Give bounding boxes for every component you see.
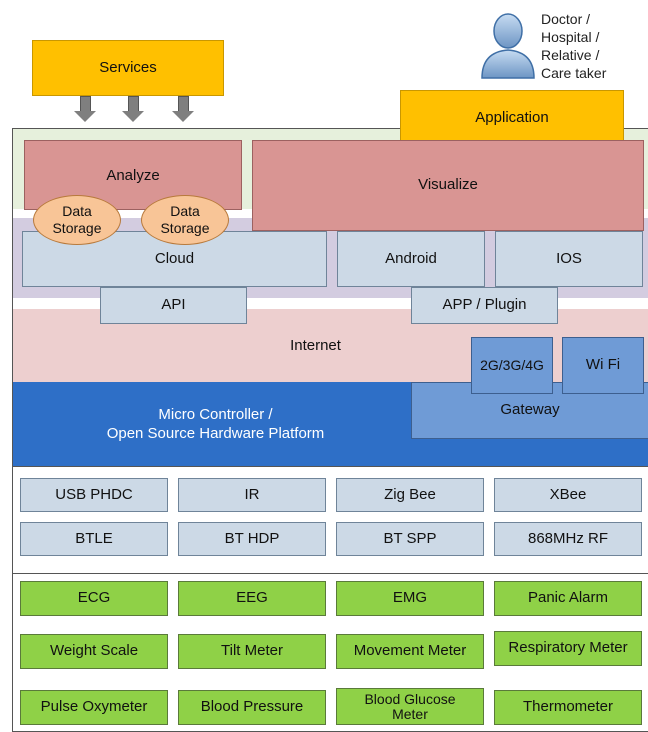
sensor-box: Tilt Meter	[178, 634, 326, 669]
services-box: Services	[32, 40, 224, 96]
android-label: Android	[385, 249, 437, 267]
app-plugin-label: APP / Plugin	[442, 296, 527, 314]
person-icon	[481, 13, 535, 79]
sensor-box: Panic Alarm	[494, 581, 642, 616]
api-label: API	[161, 296, 186, 314]
data-storage-label: Data Storage	[160, 203, 210, 236]
gateway-label: Gateway	[500, 401, 560, 418]
user-label-line: Relative /	[541, 47, 600, 63]
divider	[13, 573, 648, 574]
network-2g-label: 2G/3G/4G	[480, 356, 544, 373]
sensor-box: Blood Pressure	[178, 690, 326, 725]
protocol-box: BT HDP	[178, 522, 326, 556]
application-box: Application	[400, 90, 624, 146]
sensor-label: Panic Alarm	[527, 589, 609, 607]
sensor-label: EMG	[392, 589, 428, 607]
sensor-label: Blood Pressure	[200, 698, 304, 716]
protocol-label: BTLE	[75, 529, 113, 547]
wifi-box: Wi Fi	[562, 337, 644, 394]
micro-controller-label: Micro Controller / Open Source Hardware …	[106, 406, 325, 442]
protocol-box: BT SPP	[336, 522, 484, 556]
cloud-label: Cloud	[154, 249, 195, 267]
sensor-label: Pulse Oxymeter	[40, 698, 148, 716]
sensor-label: Thermometer	[522, 698, 614, 716]
services-label: Services	[99, 58, 157, 76]
data-storage-ellipse: Data Storage	[33, 195, 121, 245]
wifi-label: Wi Fi	[585, 356, 621, 374]
app-plugin-box: APP / Plugin	[411, 287, 558, 324]
sensor-label: Respiratory Meter	[508, 639, 628, 657]
protocol-box: 868MHz RF	[494, 522, 642, 556]
sensor-label: ECG	[77, 589, 111, 607]
sensor-box: Respiratory Meter	[494, 631, 642, 666]
visualize-label: Visualize	[418, 176, 478, 194]
sensor-label: Movement Meter	[353, 642, 467, 660]
sensor-box: EMG	[336, 581, 484, 616]
sensor-label: Blood Glucose Meter	[364, 690, 456, 722]
protocol-label: Zig Bee	[384, 485, 436, 503]
sensor-box: Blood Glucose Meter	[336, 688, 484, 725]
protocol-box: USB PHDC	[20, 478, 168, 512]
ios-label: IOS	[556, 249, 582, 267]
protocol-label: BT SPP	[383, 529, 437, 547]
sensor-box: EEG	[178, 581, 326, 616]
application-label: Application	[475, 108, 549, 126]
protocol-label: USB PHDC	[55, 485, 133, 503]
internet-label: Internet	[290, 337, 341, 354]
protocol-box: XBee	[494, 478, 642, 512]
user-label: Doctor / Hospital / Relative / Care take…	[541, 10, 641, 82]
visualize-box: Visualize	[252, 140, 644, 231]
api-box: API	[100, 287, 247, 324]
sensor-label: Tilt Meter	[221, 642, 283, 660]
android-box: Android	[337, 231, 485, 287]
data-storage-ellipse: Data Storage	[141, 195, 229, 245]
protocol-label: BT HDP	[224, 529, 280, 547]
protocol-box: BTLE	[20, 522, 168, 556]
user-label-line: Doctor /	[541, 11, 591, 27]
sensor-box: Weight Scale	[20, 634, 168, 669]
protocol-label: IR	[244, 485, 260, 503]
divider	[13, 466, 648, 467]
sensor-label: Weight Scale	[49, 642, 139, 660]
ios-box: IOS	[495, 231, 643, 287]
sensor-box: Pulse Oxymeter	[20, 690, 168, 725]
protocol-box: IR	[178, 478, 326, 512]
user-label-line: Care taker	[541, 65, 607, 81]
user-label-line: Hospital /	[541, 29, 600, 45]
sensor-box: Thermometer	[494, 690, 642, 725]
network-2g-box: 2G/3G/4G	[471, 337, 553, 394]
protocol-label: 868MHz RF	[527, 529, 609, 547]
sensor-label: EEG	[236, 589, 268, 607]
analyze-label: Analyze	[106, 167, 160, 184]
protocol-box: Zig Bee	[336, 478, 484, 512]
protocol-label: XBee	[549, 485, 587, 503]
data-storage-label: Data Storage	[52, 203, 102, 236]
sensor-box: ECG	[20, 581, 168, 616]
sensor-box: Movement Meter	[336, 634, 484, 669]
